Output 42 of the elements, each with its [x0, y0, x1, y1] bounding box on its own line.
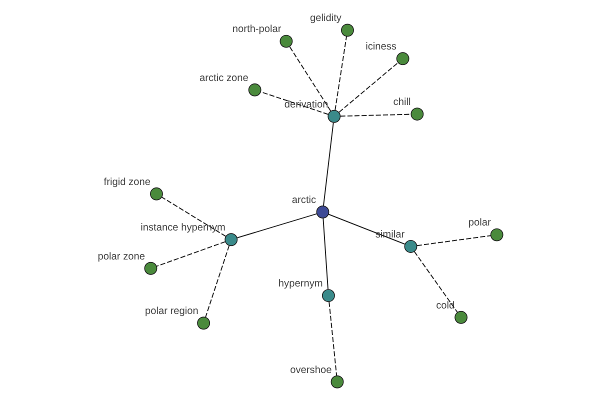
node-circle	[396, 52, 409, 65]
node-circle	[327, 109, 340, 122]
node-label: gelidity	[309, 12, 341, 24]
connector	[340, 113, 410, 116]
node-label: arctic zone	[199, 72, 248, 84]
node-circle	[330, 374, 344, 388]
node-circle	[490, 228, 503, 241]
connector	[322, 122, 334, 206]
node-label: frigid zone	[103, 176, 150, 188]
node-circle	[340, 23, 354, 36]
node-label: iciness	[365, 41, 396, 52]
connector	[338, 62, 398, 112]
node-circle	[279, 34, 292, 48]
connector	[334, 36, 347, 110]
node-circle	[224, 232, 238, 246]
connector	[156, 240, 226, 266]
node-circle	[454, 310, 468, 324]
node-label: hypernym	[278, 278, 322, 289]
node-circle	[316, 205, 329, 218]
node-circle	[404, 239, 417, 252]
connector	[416, 234, 490, 246]
node-label: north-polar	[232, 24, 281, 35]
node-circle	[321, 288, 334, 302]
connector	[204, 244, 230, 317]
node-label: chill	[392, 96, 410, 108]
node-label: arctic	[291, 194, 316, 206]
node-label: instance hypernym	[140, 222, 225, 234]
node-circle	[248, 82, 261, 96]
node-circle	[196, 316, 210, 330]
node-label: polar region	[144, 306, 198, 317]
connector	[322, 218, 328, 289]
connector	[236, 212, 316, 238]
connector	[328, 301, 337, 376]
node-circle	[144, 261, 157, 274]
connector	[328, 213, 404, 244]
connector	[413, 250, 458, 312]
node-label: overshoe	[290, 364, 332, 376]
node-label: polar	[468, 217, 490, 228]
node-label: polar zone	[97, 250, 144, 262]
node-circle	[150, 186, 162, 200]
node-circle	[410, 107, 424, 120]
connector	[161, 196, 226, 236]
